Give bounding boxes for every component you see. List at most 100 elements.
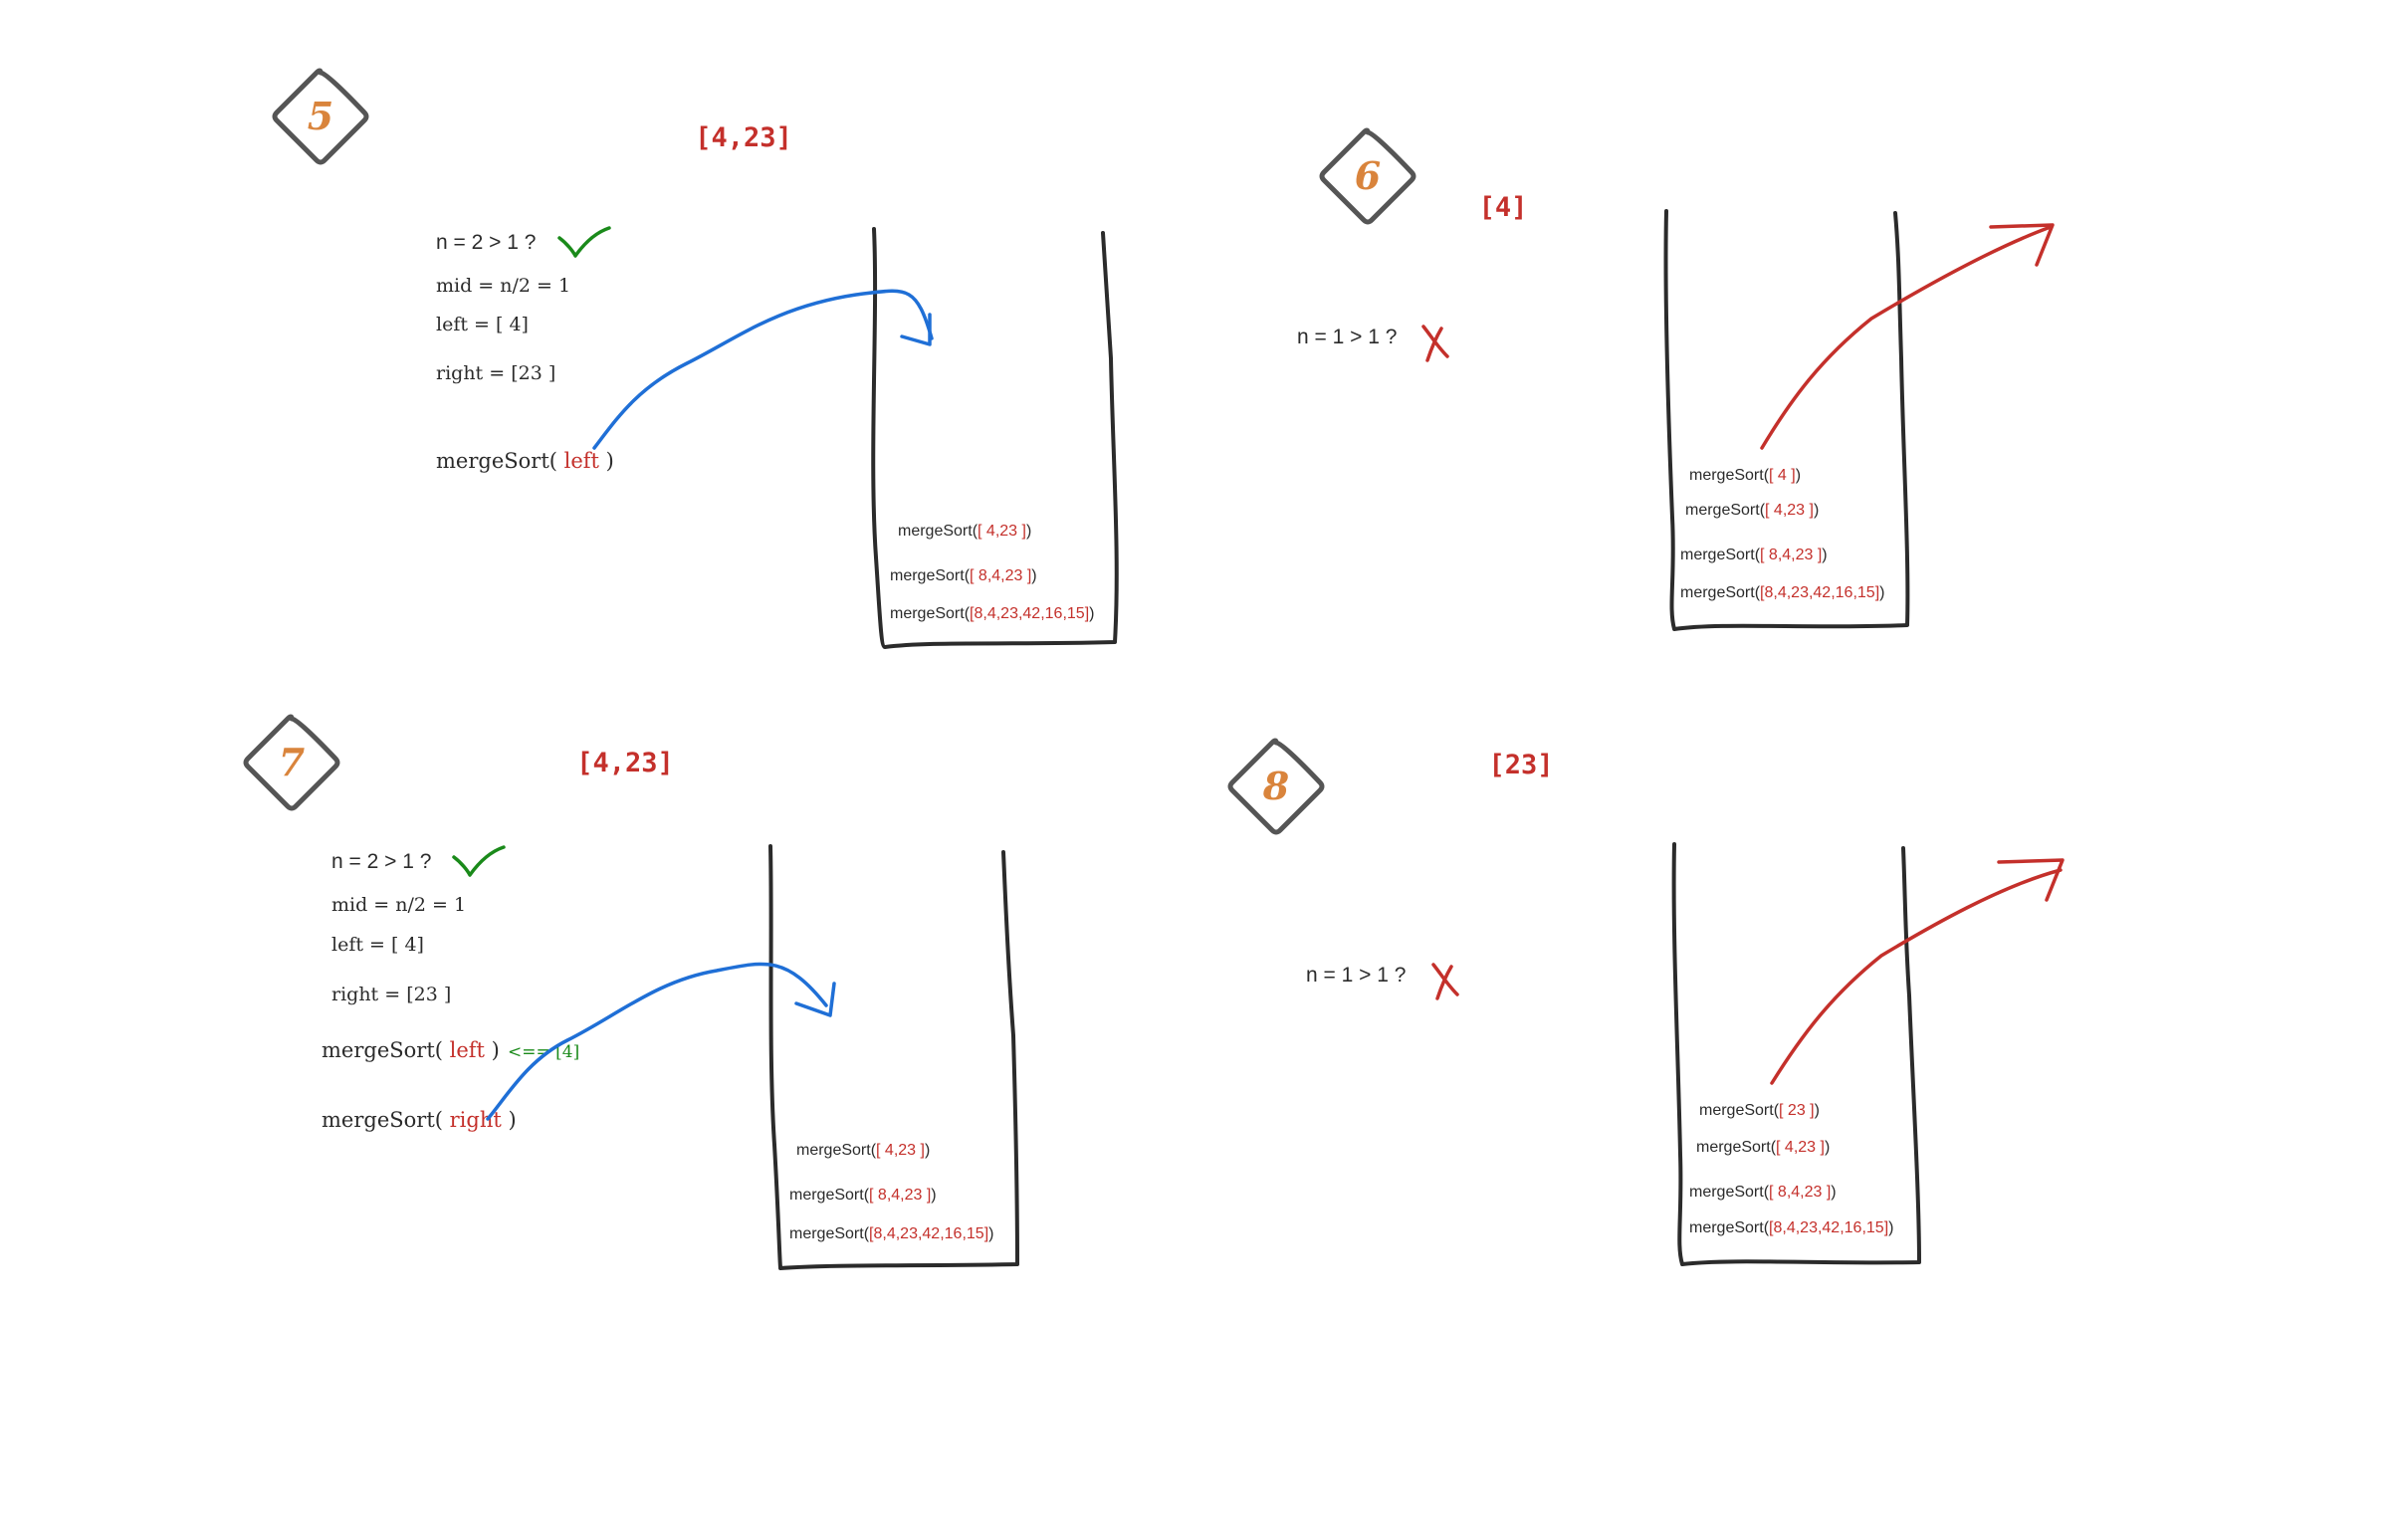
step-number: 7 <box>279 740 305 784</box>
stack-frame: mergeSort([ 8,4,23 ]) <box>1680 547 1828 563</box>
stack-frame: mergeSort([ 4,23 ]) <box>898 523 1031 540</box>
frame-prefix: mergeSort( <box>890 605 971 622</box>
condition-text: n = 2 > 1 ? <box>436 231 536 254</box>
call-argument: left <box>443 1038 486 1062</box>
frame-prefix: mergeSort( <box>898 523 979 540</box>
stack-frame: mergeSort([ 8,4,23 ]) <box>1689 1184 1837 1201</box>
stack-frame: mergeSort([8,4,23,42,16,15]) <box>1689 1219 1893 1236</box>
step-panel-7: 7 [4,23] n = 2 > 1 ? mid = n/2 = 1 left = [ … <box>243 714 1019 1270</box>
frame-suffix: ) <box>1031 567 1036 584</box>
stack-frame: mergeSort([8,4,23,42,16,15]) <box>1680 584 1884 601</box>
condition-text: n = 1 > 1 ? <box>1306 964 1406 987</box>
frame-argument: [ 4,23 ] <box>1765 502 1814 519</box>
frame-prefix: mergeSort( <box>1689 1219 1770 1236</box>
call-stack-container <box>768 844 1019 1270</box>
frame-prefix: mergeSort( <box>890 567 971 584</box>
stack-frame: mergeSort([ 8,4,23 ]) <box>789 1187 937 1204</box>
frame-suffix: ) <box>931 1187 936 1204</box>
stack-frame: mergeSort([ 23 ]) <box>1699 1102 1820 1119</box>
call-argument: left <box>557 449 600 473</box>
frame-argument: [ 8,4,23 ] <box>1760 547 1822 563</box>
stack-frame: mergeSort([ 4,23 ]) <box>796 1142 930 1159</box>
call-suffix: ) <box>599 449 614 473</box>
detail-line: mid = n/2 = 1 <box>331 894 466 916</box>
frame-argument: [ 4,23 ] <box>1776 1139 1825 1156</box>
array-label: [4,23] <box>576 748 674 778</box>
frame-argument: [ 4 ] <box>1769 467 1796 484</box>
step-badge <box>1319 127 1416 225</box>
frame-suffix: ) <box>1089 605 1094 622</box>
frame-suffix: ) <box>925 1142 930 1159</box>
step-panel-8: 8[23]n = 1 > 1 ?mergeSort([ 23 ])mergeSo… <box>1227 738 2065 1266</box>
cross-icon <box>1431 963 1459 1000</box>
frame-suffix: ) <box>1822 547 1827 563</box>
condition-text: n = 2 > 1 ? <box>331 850 431 873</box>
frame-suffix: ) <box>1888 1219 1893 1236</box>
frame-argument: [ 8,4,23 ] <box>869 1187 931 1204</box>
merge-sort-call: mergeSort( left ) <box>436 449 614 473</box>
frame-suffix: ) <box>1879 584 1884 601</box>
stack-frame: mergeSort([ 4 ]) <box>1689 467 1801 484</box>
frame-suffix: ) <box>1825 1139 1830 1156</box>
frame-argument: [8,4,23,42,16,15] <box>869 1225 988 1242</box>
stack-frame: mergeSort([ 4,23 ]) <box>1685 502 1819 519</box>
cross-icon <box>1421 325 1449 362</box>
step-panel-5: 5 [4,23] n = 2 > 1 ? mid = n/2 = 1 left = [ … <box>272 68 1119 649</box>
call-prefix: mergeSort( <box>322 1038 443 1062</box>
frame-argument: [8,4,23,42,16,15] <box>1760 584 1879 601</box>
condition-text: n = 1 > 1 ? <box>1297 326 1397 348</box>
frame-argument: [8,4,23,42,16,15] <box>1769 1219 1888 1236</box>
check-icon <box>452 845 506 877</box>
frame-prefix: mergeSort( <box>1689 1184 1770 1201</box>
pop-arrow <box>1770 868 2063 1085</box>
frame-prefix: mergeSort( <box>789 1225 870 1242</box>
stack-frame: mergeSort([8,4,23,42,16,15]) <box>890 605 1094 622</box>
call-stack-container <box>1663 209 1910 631</box>
merge-sort-call: mergeSort( right ) <box>322 1108 517 1132</box>
step-number: 6 <box>1355 153 1381 198</box>
arrow-head-icon <box>1997 858 2065 902</box>
step-panel-6: 6[4]n = 1 > 1 ?mergeSort([ 4 ])mergeSort… <box>1297 127 2055 631</box>
frame-prefix: mergeSort( <box>796 1142 877 1159</box>
call-stack-container <box>1671 842 1921 1266</box>
frame-suffix: ) <box>1814 502 1819 519</box>
step-badge <box>243 714 340 811</box>
push-arrow <box>592 289 934 450</box>
detail-line: left = [ 4] <box>331 934 424 956</box>
step-number: 5 <box>308 94 333 138</box>
call-prefix: mergeSort( <box>436 449 557 473</box>
push-arrow <box>486 962 828 1121</box>
frame-suffix: ) <box>1026 523 1031 540</box>
frame-prefix: mergeSort( <box>1680 584 1761 601</box>
pop-arrow <box>1760 225 2053 450</box>
frame-prefix: mergeSort( <box>1680 547 1761 563</box>
call-suffix: ) <box>502 1108 517 1132</box>
array-label: [23] <box>1488 750 1553 780</box>
frame-argument: [ 23 ] <box>1779 1102 1815 1119</box>
call-stack-container <box>871 227 1119 649</box>
array-label: [4,23] <box>695 122 792 153</box>
detail-line: right = [23 ] <box>331 984 451 1005</box>
step-badge <box>1227 738 1325 835</box>
return-note: <== [4] <box>508 1042 579 1062</box>
detail-line: mid = n/2 = 1 <box>436 275 570 297</box>
step-number: 8 <box>1262 764 1289 808</box>
arrow-head-icon <box>900 313 932 346</box>
call-prefix: mergeSort( <box>322 1108 443 1132</box>
arrow-head-icon <box>1989 223 2055 267</box>
frame-suffix: ) <box>1815 1102 1820 1119</box>
frame-suffix: ) <box>988 1225 993 1242</box>
frame-suffix: ) <box>1831 1184 1836 1201</box>
stack-frame: mergeSort([ 8,4,23 ]) <box>890 567 1037 584</box>
frame-argument: [8,4,23,42,16,15] <box>970 605 1089 622</box>
frame-argument: [ 8,4,23 ] <box>1769 1184 1831 1201</box>
stack-frame: mergeSort([ 4,23 ]) <box>1696 1139 1830 1156</box>
call-suffix: ) <box>485 1038 500 1062</box>
frame-argument: [ 8,4,23 ] <box>970 567 1031 584</box>
detail-line: left = [ 4] <box>436 314 529 335</box>
frame-argument: [ 4,23 ] <box>978 523 1026 540</box>
frame-argument: [ 4,23 ] <box>876 1142 925 1159</box>
check-icon <box>557 226 611 258</box>
frame-prefix: mergeSort( <box>1689 467 1770 484</box>
